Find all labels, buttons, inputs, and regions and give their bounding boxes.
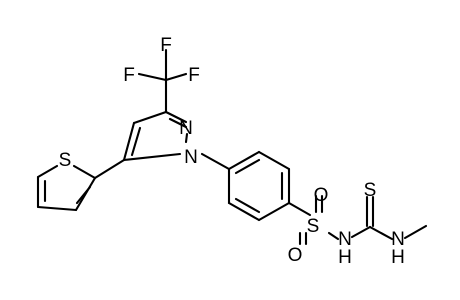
bond-c4-c3	[132, 110, 168, 125]
atom-s-thiophene: S	[59, 150, 72, 171]
atom-f-left: F	[123, 65, 135, 86]
bond-c5-c4-double	[130, 126, 142, 157]
bond-n1-phenyl	[200, 152, 231, 171]
bond-thio-s-c2	[72, 164, 97, 180]
bond-ph-c4-c5	[257, 201, 291, 222]
bond-thio-c3-c4	[36, 205, 78, 212]
atom-n-methylamino: N	[391, 229, 405, 250]
atom-s-thione: S	[364, 180, 377, 201]
bond-c3-n2-double	[168, 117, 188, 129]
bond-phenyl-sulfur	[287, 201, 312, 217]
bond-c5-c4	[122, 121, 136, 162]
bond-c-nh-methyl	[368, 225, 394, 241]
bond-c-f-right	[164, 72, 188, 82]
atom-n-pyrazole-1: N	[184, 147, 198, 168]
atom-f-right: F	[188, 65, 200, 86]
atom-o-top: O	[314, 185, 329, 206]
atom-h-methylamino: H	[391, 247, 405, 268]
bond-ph-c5-c6	[227, 201, 261, 222]
atom-h-sulfonamide: H	[338, 247, 352, 268]
bond-ph-c2-c3	[257, 150, 291, 171]
bond-nh-methyl	[403, 224, 428, 240]
bond-n2-n1	[184, 132, 189, 144]
bond-ph-c1-c2-inner	[234, 158, 261, 175]
bond-ph-c1-c2	[227, 150, 261, 171]
bond-c3-n2	[164, 110, 188, 124]
bond-thio-c2-c3-double	[75, 185, 92, 205]
atom-n-pyrazole-2: N	[179, 118, 193, 139]
bond-lines	[36, 48, 428, 246]
bond-ph-c5-c6-inner	[234, 197, 261, 214]
bond-thio-c5-s	[36, 164, 59, 179]
bond-s-nh	[327, 231, 340, 241]
atom-labels: F F F N N S S O O N H S N H	[59, 35, 405, 268]
bond-pyrazole-thiophene	[93, 158, 126, 180]
atom-o-bottom: O	[288, 245, 303, 266]
atom-f-top: F	[160, 35, 172, 56]
bond-n1-c5	[122, 152, 182, 162]
bond-c-f-left	[137, 72, 168, 82]
bond-nh-c	[350, 225, 372, 239]
atom-s-sulfonyl: S	[307, 216, 320, 237]
atom-n-sulfonamide: N	[338, 229, 352, 250]
